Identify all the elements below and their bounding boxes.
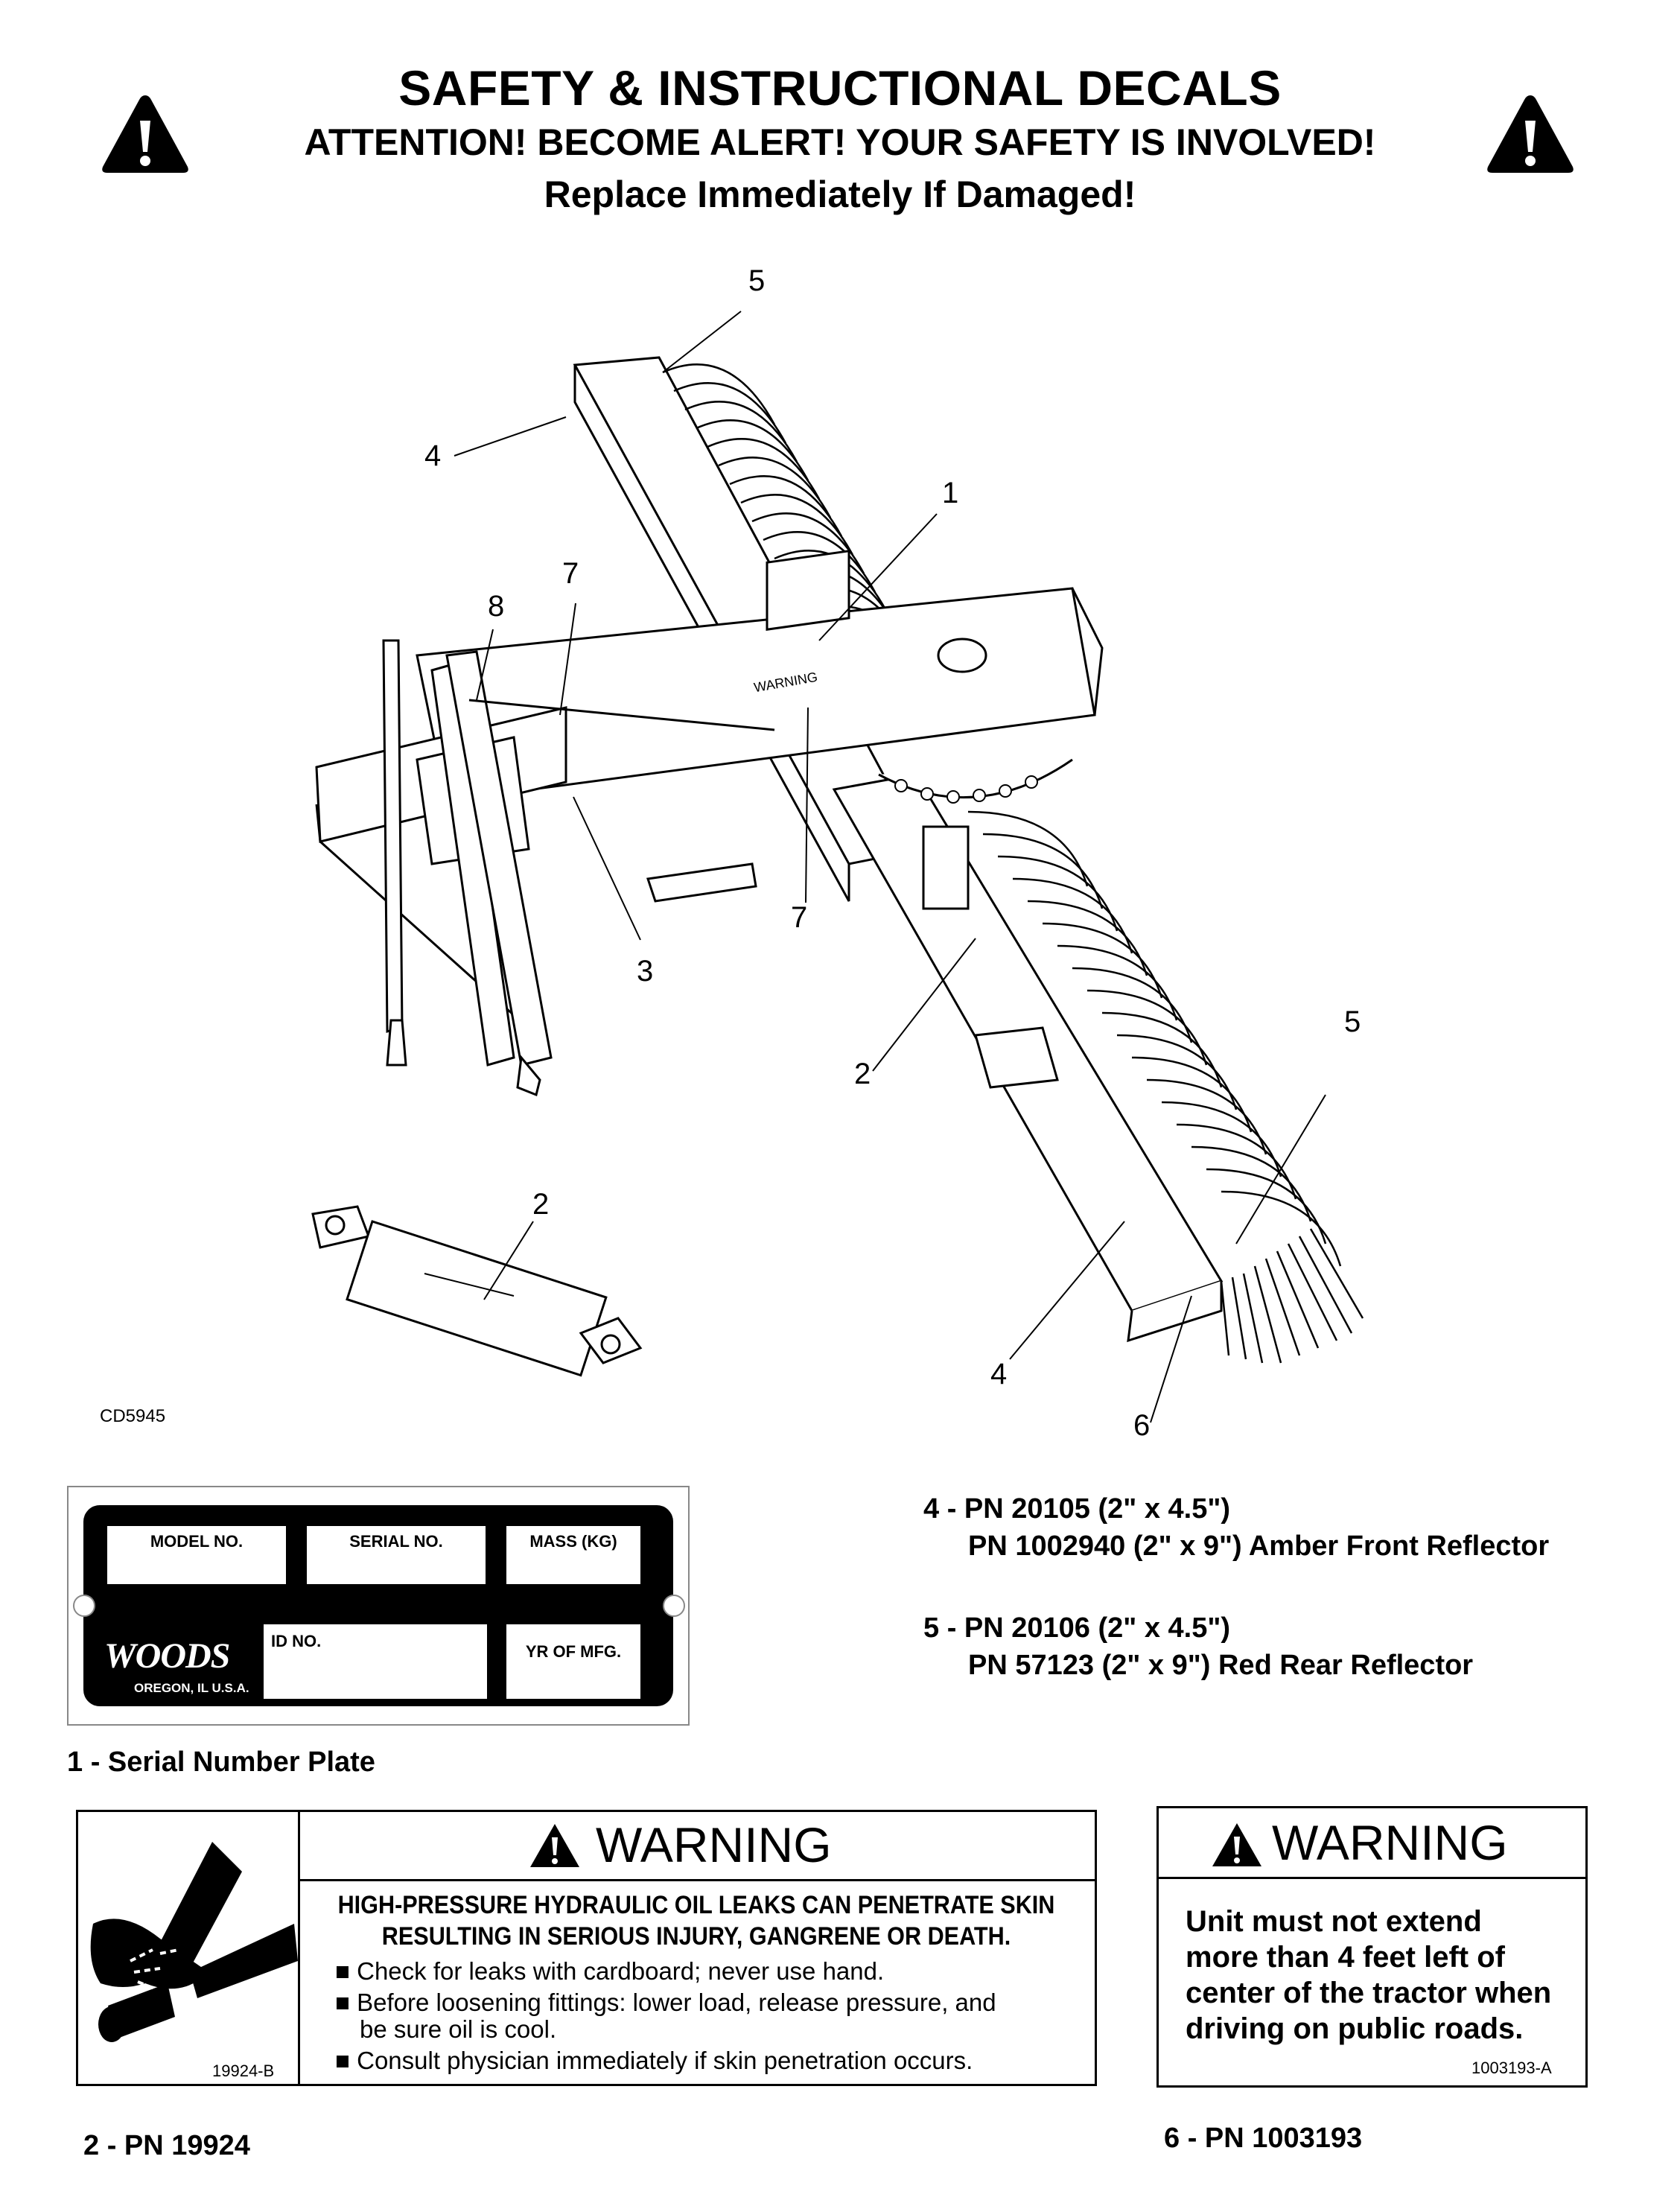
road-line-3: center of the tractor when [1186,1977,1552,2009]
road-decal-code: 1003193-A [1471,2059,1552,2077]
serial-plate-caption: 1 - Serial Number Plate [67,1746,375,1778]
reflector-5-line2: PN 57123 (2" x 9") Red Rear Reflector [968,1650,1474,1681]
road-decal-caption: 6 - PN 1003193 [1164,2123,1363,2154]
callout-4-bottom: 4 [990,1358,1008,1390]
mass-box: MASS (KG) [506,1526,640,1584]
land-plane-drawing [311,311,1364,1423]
callout-8: 8 [488,590,505,623]
hydraulic-headline: HIGH-PRESSURE HYDRAULIC OIL LEAKS CAN PE… [338,1889,1055,1952]
serial-plate: MODEL NO. SERIAL NO. MASS (KG) ID NO. YR… [73,1505,685,1706]
hydraulic-headline-2: RESULTING IN SERIOUS INJURY, GANGRENE OR… [381,1922,1011,1951]
road-line-2: more than 4 feet left of [1186,1941,1505,1974]
callout-7-bottom: 7 [791,901,808,934]
hydraulic-decal-code: 19924-B [212,2062,275,2080]
warning-header: WARNING [298,1812,1095,1881]
callout-5-top: 5 [748,264,766,297]
callout-2-main: 2 [854,1058,871,1090]
callout-5-bottom: 5 [1344,1005,1361,1038]
drawing-code: CD5945 [100,1406,166,1426]
safety-alert-icon-left [102,95,188,173]
hydraulic-headline-1: HIGH-PRESSURE HYDRAULIC OIL LEAKS CAN PE… [337,1891,1055,1919]
replace-line: Replace Immediately If Damaged! [544,174,1136,215]
bullet-2-cont: be sure oil is cool. [360,2015,557,2043]
yr-mfg-label: YR OF MFG. [525,1642,622,1661]
hydraulic-decal-caption: 2 - PN 19924 [83,2130,250,2161]
serial-plate-frame: MODEL NO. SERIAL NO. MASS (KG) ID NO. YR… [67,1486,690,1726]
reflector-5-line1: 5 - PN 20106 (2" x 4.5") [923,1612,1231,1644]
callout-3: 3 [637,955,654,988]
road-warning-header: WARNING [1159,1808,1585,1879]
serial-no-label: SERIAL NO. [349,1532,443,1551]
plate-location: OREGON, IL U.S.A. [134,1681,249,1695]
mount-hole-left [73,1595,95,1617]
reflector-4-line1: 4 - PN 20105 (2" x 4.5") [923,1493,1231,1525]
hand-injection-icon [90,1842,298,2042]
callout-6: 6 [1133,1409,1151,1442]
road-warning-title: WARNING [1272,1815,1508,1870]
model-no-label: MODEL NO. [150,1532,244,1551]
mount-hole-right [663,1595,685,1617]
safety-alert-icon-right [1487,95,1574,173]
road-line-4: driving on public roads. [1186,2012,1524,2045]
hydraulic-warning-title: WARNING [596,1817,832,1872]
road-warning-text: Unit must not extend more than 4 feet le… [1186,1904,1551,2047]
model-no-box: MODEL NO. [107,1526,286,1584]
page-title: SAFETY & INSTRUCTIONAL DECALS [398,60,1282,115]
bullet-2: ■ Before loosening fittings: lower load,… [335,1989,996,2016]
road-line-1: Unit must not extend [1186,1905,1482,1938]
callout-4-top: 4 [424,439,442,472]
id-no-box: ID NO. [264,1624,487,1699]
id-no-label: ID NO. [271,1632,322,1650]
callout-7-top: 7 [562,557,579,590]
reflector-4-line2: PN 1002940 (2" x 9") Amber Front Reflect… [968,1530,1550,1562]
road-warning-decal: WARNING Unit must not extend more than 4… [1156,1806,1588,2088]
warning-triangle-icon [1212,1823,1261,1866]
callout-1: 1 [942,477,959,509]
mass-label: MASS (KG) [529,1532,617,1551]
bullet-3: ■ Consult physician immediately if skin … [335,2047,973,2074]
hydraulic-warning-decal: 19924-B WARNING HIGH-PRESSURE HYDRAULIC … [76,1810,1097,2086]
bullet-1: ■ Check for leaks with cardboard; never … [335,1957,885,1985]
pictogram-panel: 19924-B [78,1812,300,2084]
warning-triangle-icon [530,1824,579,1867]
woods-logo: WOODS [104,1636,230,1676]
serial-no-box: SERIAL NO. [307,1526,486,1584]
callout-2-cylinder: 2 [532,1188,550,1221]
alert-line: ATTENTION! BECOME ALERT! YOUR SAFETY IS … [304,121,1376,163]
yr-mfg-box: YR OF MFG. [506,1624,640,1699]
